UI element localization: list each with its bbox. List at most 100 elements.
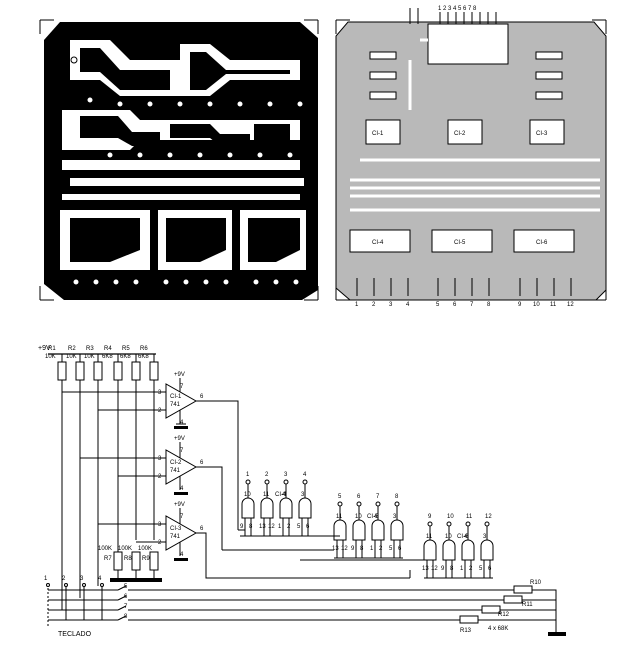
terminal-11: 11 (550, 302, 557, 308)
svg-text:2: 2 (265, 472, 269, 478)
terminal-5: 5 (436, 302, 440, 308)
ic-label-ci4: CI-4 (372, 240, 384, 246)
opamp-ci1: CI-1 741 +9V 7 3 2 6 4 (62, 372, 239, 530)
svg-text:1: 1 (370, 546, 374, 552)
opamp-ci2: CI-2 741 +9V 7 3 2 6 4 (80, 436, 223, 550)
terminal-4: 4 (406, 302, 410, 308)
svg-text:4: 4 (180, 420, 184, 426)
switch-8: 8 (124, 614, 128, 620)
opamp-ci3: CI-3 741 +9V 7 3 2 6 4 (98, 502, 410, 579)
svg-text:10K: 10K (45, 354, 56, 360)
svg-text:R1: R1 (48, 346, 56, 352)
resistor-r9: 100K R9 (138, 546, 159, 571)
svg-text:9: 9 (240, 524, 244, 530)
svg-text:8: 8 (450, 566, 454, 572)
svg-text:CI-2: CI-2 (170, 460, 182, 466)
svg-text:7: 7 (180, 514, 184, 520)
kb-terminal-4: 4 (98, 576, 102, 582)
svg-text:3: 3 (393, 514, 397, 520)
svg-text:6K8: 6K8 (138, 354, 149, 360)
svg-text:11: 11 (336, 514, 343, 520)
resistor-r10: R10 (513, 580, 542, 594)
svg-text:CI-1: CI-1 (170, 394, 182, 400)
svg-text:741: 741 (170, 402, 181, 408)
svg-text:12: 12 (341, 546, 348, 552)
svg-text:R9: R9 (142, 556, 150, 562)
svg-text:6: 6 (398, 546, 402, 552)
svg-text:12: 12 (431, 566, 438, 572)
svg-text:R13: R13 (460, 628, 472, 634)
svg-text:2: 2 (469, 566, 473, 572)
svg-text:4: 4 (180, 486, 184, 492)
svg-text:R3: R3 (86, 346, 94, 352)
svg-text:13: 13 (422, 566, 429, 572)
terminal-3: 3 (389, 302, 393, 308)
svg-text:4: 4 (303, 472, 307, 478)
interconnect (222, 529, 430, 578)
resistor-r1: R1 10K (45, 346, 67, 610)
svg-text:8: 8 (249, 524, 253, 530)
svg-text:3: 3 (483, 534, 487, 540)
resistor-r6: R6 6K8 (138, 346, 159, 540)
svg-text:11: 11 (466, 514, 473, 520)
svg-text:R2: R2 (68, 346, 76, 352)
svg-text:6: 6 (357, 494, 361, 500)
terminal-8: 8 (487, 302, 491, 308)
svg-text:1: 1 (246, 472, 250, 478)
svg-text:5: 5 (479, 566, 483, 572)
svg-text:9: 9 (441, 566, 445, 572)
svg-text:13: 13 (332, 546, 339, 552)
keyboard: 1 2 3 4 5 6 7 8 TECLADO (44, 576, 514, 638)
svg-text:R7: R7 (104, 556, 112, 562)
svg-text:8: 8 (360, 546, 364, 552)
svg-text:8: 8 (395, 494, 399, 500)
svg-text:5: 5 (338, 494, 342, 500)
ic-label-ci6: CI-6 (536, 240, 548, 246)
svg-text:11: 11 (426, 534, 433, 540)
svg-text:R4: R4 (104, 346, 112, 352)
ic-label-ci1: CI-1 (372, 131, 384, 137)
svg-text:3: 3 (158, 522, 162, 528)
svg-text:2: 2 (158, 540, 162, 546)
svg-text:4: 4 (282, 492, 286, 498)
resistors-right-value: 4 x 68K (488, 626, 508, 632)
kb-terminal-3: 3 (80, 576, 84, 582)
svg-text:9: 9 (428, 514, 432, 520)
svg-text:6K8: 6K8 (102, 354, 113, 360)
svg-text:3: 3 (158, 456, 162, 462)
svg-text:2: 2 (158, 474, 162, 480)
svg-text:13: 13 (259, 524, 266, 530)
svg-text:9: 9 (351, 546, 355, 552)
svg-text:4: 4 (180, 552, 184, 558)
svg-text:CI-3: CI-3 (170, 526, 182, 532)
svg-text:+9V: +9V (174, 372, 185, 378)
svg-text:12: 12 (485, 514, 492, 520)
switch-5: 5 (124, 584, 128, 590)
switch-6: 6 (124, 594, 128, 600)
svg-text:6: 6 (200, 460, 204, 466)
resistor-r5: R5 6K8 (120, 346, 141, 540)
svg-text:11: 11 (263, 492, 270, 498)
terminal-1: 1 (355, 302, 359, 308)
terminal-9: 9 (518, 302, 522, 308)
svg-text:R10: R10 (530, 580, 542, 586)
supply-label: +9V (38, 345, 51, 352)
resistor-r3: R3 10K (84, 346, 103, 586)
svg-text:R11: R11 (522, 602, 533, 608)
resistor-r2: R2 10K (66, 346, 85, 598)
keyboard-label: TECLADO (58, 631, 92, 638)
ic-label-ci3: CI-3 (536, 131, 548, 137)
